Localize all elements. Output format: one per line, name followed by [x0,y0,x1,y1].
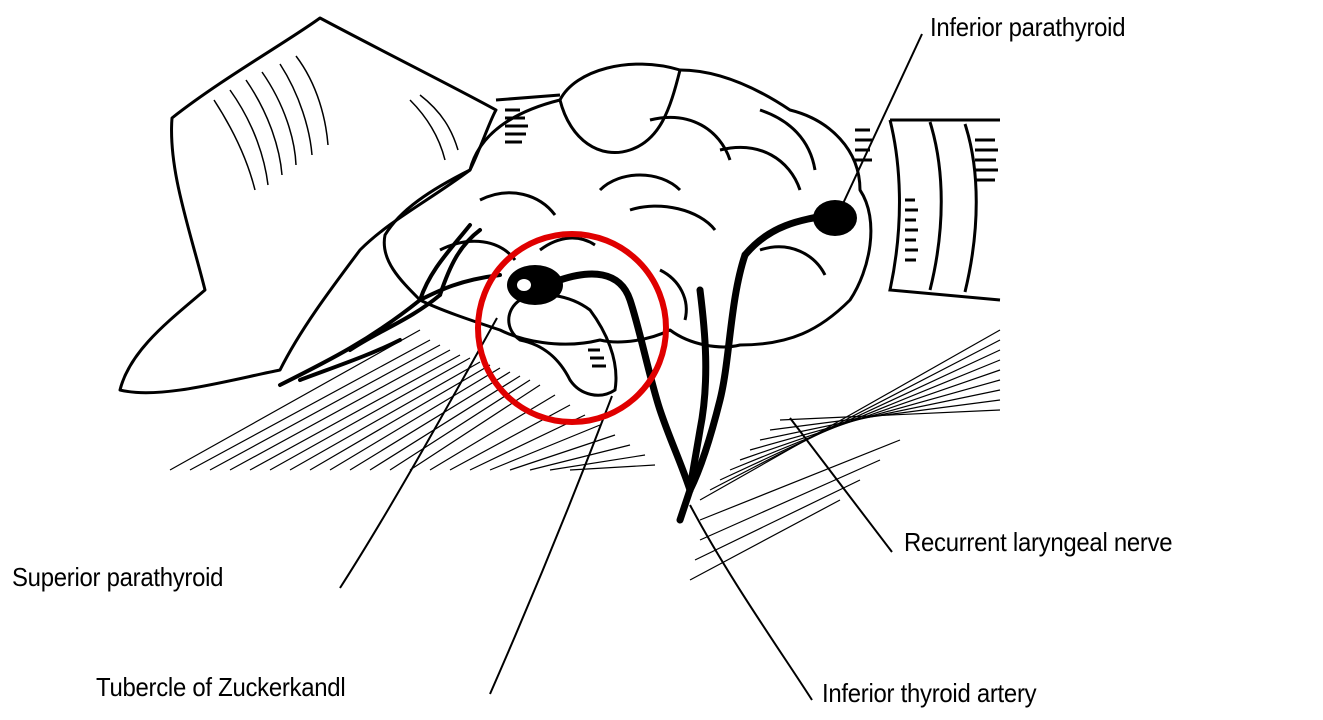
superior-parathyroid [507,265,563,305]
label-superior-parathyroid: Superior parathyroid [12,562,223,593]
inferior-parathyroid [813,200,857,236]
label-recurrent-laryngeal-nerve: Recurrent laryngeal nerve [904,527,1172,558]
label-inferior-thyroid-artery: Inferior thyroid artery [822,678,1036,709]
fascia-fibers [170,330,1000,580]
label-tubercle-of-zuckerkandl: Tubercle of Zuckerkandl [96,672,345,703]
label-inferior-parathyroid: Inferior parathyroid [930,12,1125,43]
thyroid-cartilage [120,18,496,393]
thyroid-lobe [384,64,871,347]
